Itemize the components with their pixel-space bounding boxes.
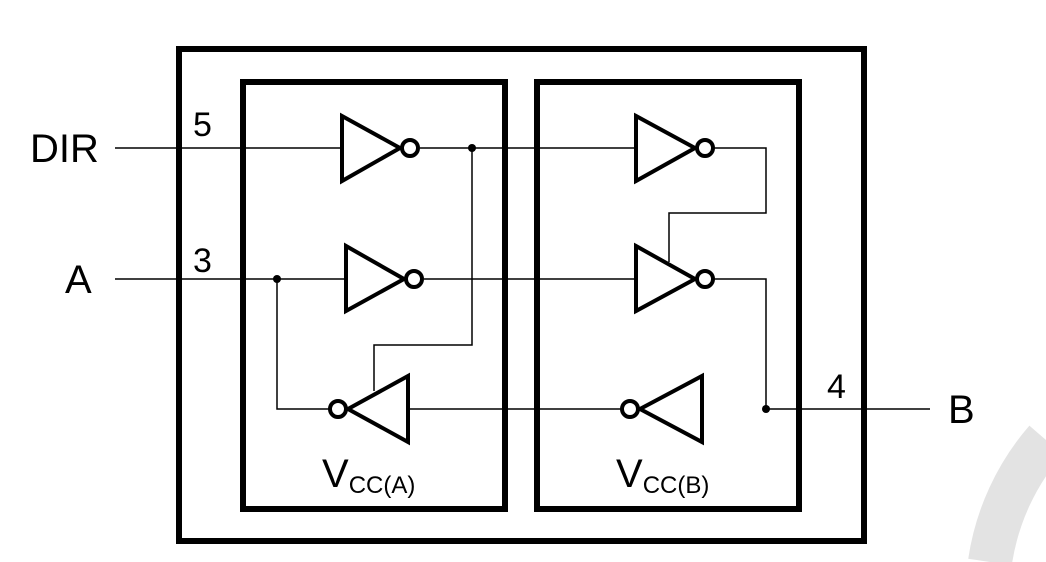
dir-buffer-a-icon	[340, 112, 420, 185]
dir-pin-number: 5	[193, 106, 212, 144]
forward-output-wire	[713, 278, 767, 409]
input-buffer-b-icon	[620, 372, 704, 446]
b-label: B	[948, 388, 975, 432]
package-outline	[176, 46, 867, 544]
dir-enable-b-wire	[668, 147, 767, 262]
dir-label: DIR	[30, 127, 99, 171]
b-pin-number: 4	[827, 368, 846, 406]
vcca-label: VCC(A)	[322, 452, 415, 499]
vcca-domain-box	[240, 79, 508, 512]
a-pin-number: 3	[193, 242, 212, 280]
a-feedback-wire	[276, 279, 330, 410]
output-buffer-a-icon	[328, 372, 410, 446]
vccb-domain-box	[534, 79, 802, 512]
output-buffer-b-icon	[634, 242, 715, 315]
decorative-arc	[968, 425, 1046, 562]
dir-buffer-b-icon	[634, 112, 715, 185]
a-label: A	[65, 258, 92, 302]
b-junction	[762, 405, 770, 413]
vccb-label: VCC(B)	[616, 452, 709, 499]
dir-enable-a-wire	[373, 148, 473, 391]
input-buffer-a-icon	[344, 242, 424, 315]
